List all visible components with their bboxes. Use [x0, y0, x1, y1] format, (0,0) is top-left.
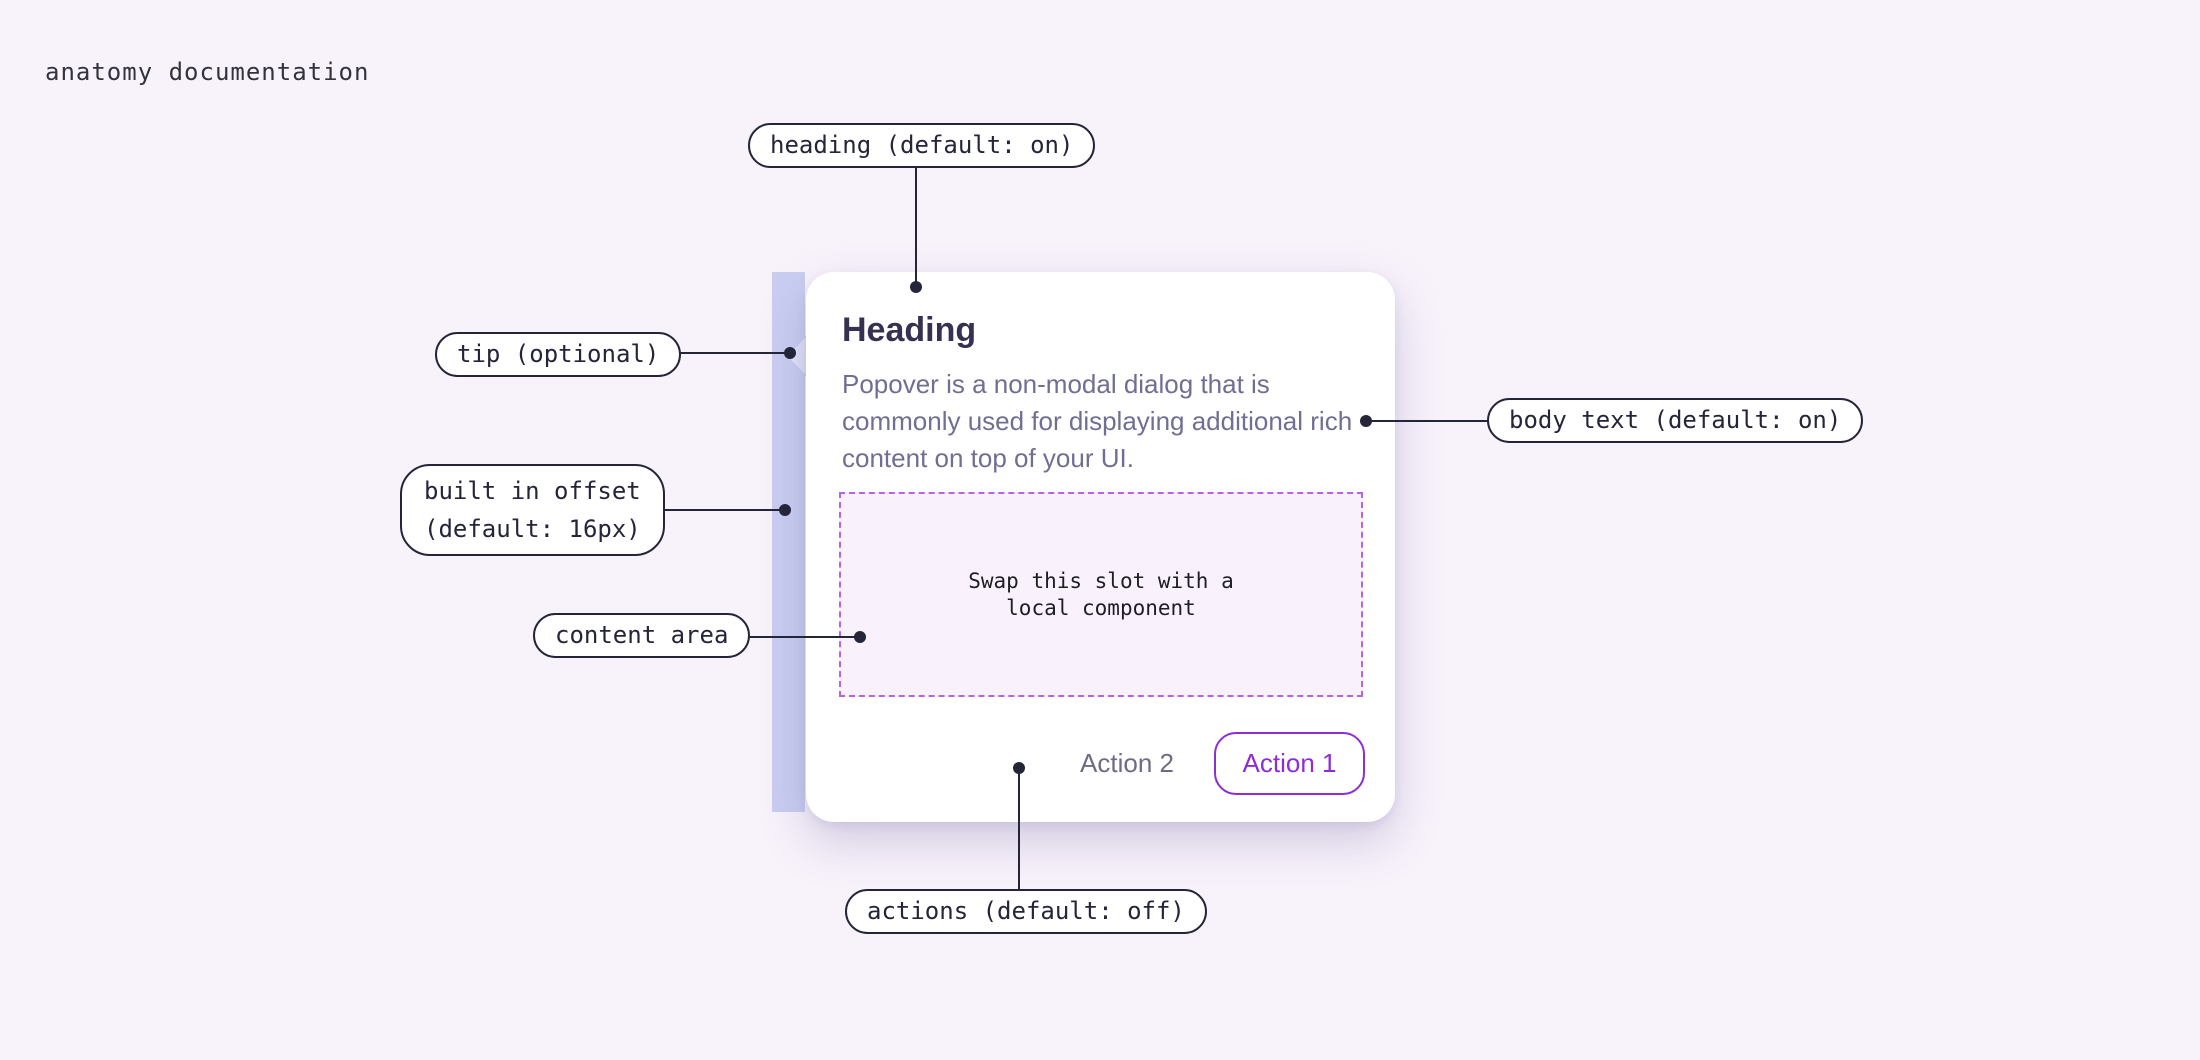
callout-body-text: body text (default: on): [1487, 398, 1864, 443]
slot-placeholder-text: Swap this slot with a local component: [968, 568, 1234, 620]
content-slot: Swap this slot with a local component: [839, 492, 1363, 697]
callout-heading: heading (default: on): [748, 123, 1096, 168]
connector-dot-bodytext: [1360, 415, 1372, 427]
action-1-button[interactable]: Action 1: [1214, 732, 1365, 795]
action-2-button[interactable]: Action 2: [1080, 748, 1174, 778]
callout-content-area: content area: [533, 613, 751, 658]
popover-heading: Heading: [842, 311, 977, 349]
callout-built-in-offset: built in offset (default: 16px): [400, 464, 665, 556]
actions-row: Action 2 Action 1: [842, 732, 1365, 795]
callout-tip: tip (optional): [435, 332, 682, 377]
page-title: anatomy documentation: [45, 58, 370, 86]
connector-line-actions: [1018, 768, 1020, 911]
popover-body-text: Popover is a non-modal dialog that is co…: [842, 369, 1353, 473]
connector-line-heading: [915, 145, 917, 287]
callout-actions: actions (default: off): [845, 889, 1207, 934]
connector-line-content: [640, 636, 860, 638]
connector-dot-content: [854, 631, 866, 643]
connector-dot-offset: [779, 504, 791, 516]
connector-dot-tip: [784, 347, 796, 359]
popover-card: Heading Popover is a non-modal dialog th…: [806, 272, 1395, 822]
connector-dot-actions: [1013, 762, 1025, 774]
connector-dot-heading: [910, 281, 922, 293]
